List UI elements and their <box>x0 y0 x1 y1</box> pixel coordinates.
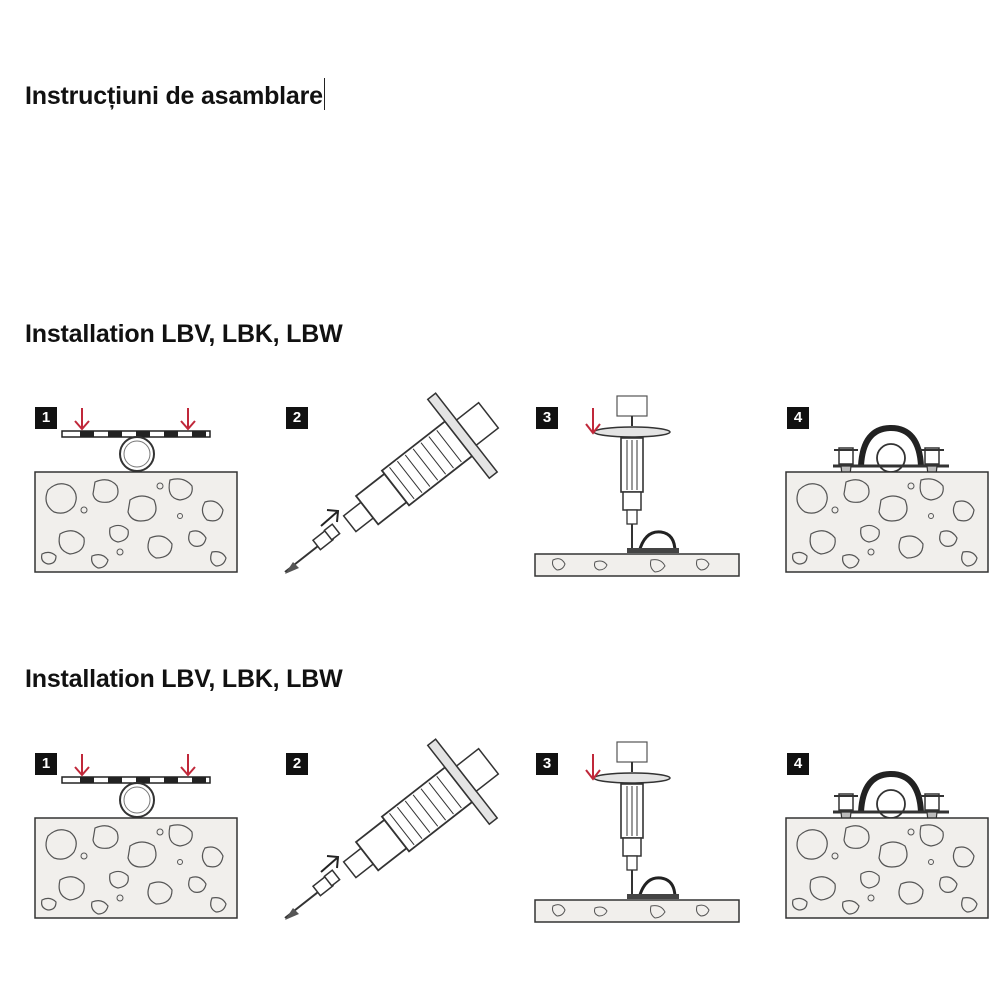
step-number-badge: 3 <box>536 407 558 429</box>
step-number-badge: 1 <box>35 753 57 775</box>
installation-steps-2: 1 2 3 4 <box>0 720 1000 940</box>
step-3: 3 <box>0 740 741 940</box>
section-heading-1: Installation LBV, LBK, LBW <box>25 320 343 348</box>
installed-pipe-clamp-illustration <box>785 750 989 919</box>
installation-steps-1: 1 2 3 4 <box>0 374 1000 594</box>
step-number-badge: 1 <box>35 407 57 429</box>
step-2: 2 <box>0 374 521 594</box>
step-1: 1 <box>0 404 250 594</box>
text-cursor <box>323 78 325 110</box>
section-heading-2: Installation LBV, LBK, LBW <box>25 665 343 693</box>
step-number-badge: 2 <box>286 753 308 775</box>
installed-pipe-clamp-illustration <box>785 404 989 573</box>
step-number-badge: 2 <box>286 407 308 429</box>
page-title[interactable]: Instrucțiuni de asamblare <box>25 78 325 114</box>
step-number-badge: 4 <box>787 407 809 429</box>
step-4: 4 <box>0 750 989 940</box>
step-number-badge: 4 <box>787 753 809 775</box>
step-2: 2 <box>0 720 521 940</box>
step-1: 1 <box>0 750 250 940</box>
step-number-badge: 3 <box>536 753 558 775</box>
step-4: 4 <box>0 404 989 594</box>
step-3: 3 <box>0 394 741 594</box>
